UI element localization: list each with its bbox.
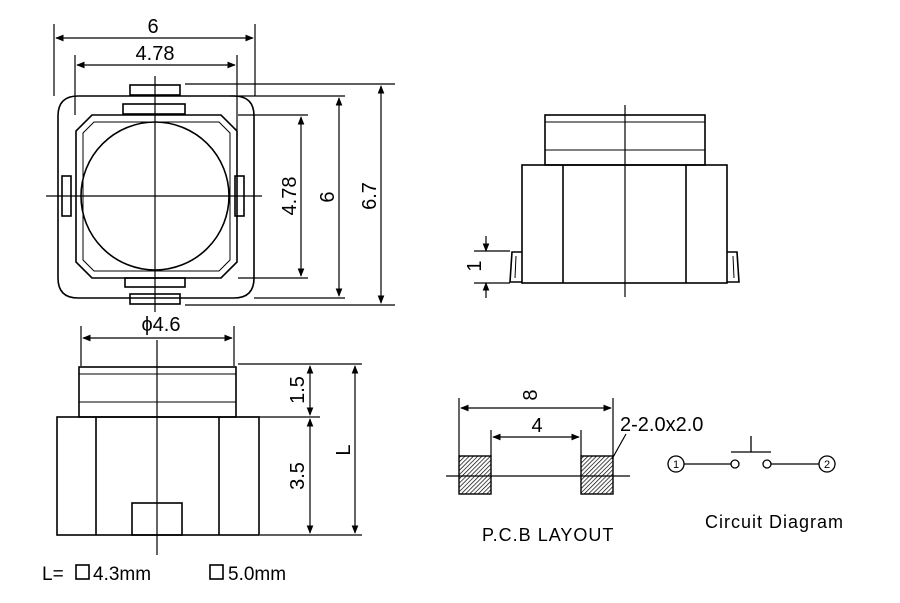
dim-inner-height-label: 4.78 bbox=[279, 177, 301, 216]
square-symbol-b bbox=[209, 564, 224, 580]
pcb-pad-left bbox=[458, 455, 492, 495]
square-symbol-a bbox=[75, 564, 90, 580]
side-view-dimensions bbox=[474, 236, 510, 298]
dim-total-l-label: L bbox=[333, 444, 355, 455]
front-view-dimensions bbox=[80, 326, 362, 536]
footnote: L= 4.3mm 5.0mm bbox=[42, 564, 286, 585]
switch-contact-right bbox=[762, 459, 772, 469]
circuit-diagram bbox=[667, 436, 836, 473]
switch-contact-left bbox=[730, 459, 740, 469]
top-view-dimensions bbox=[53, 24, 395, 306]
dim-inner-width-label: 4.78 bbox=[136, 43, 175, 65]
side-view-leg-right bbox=[727, 251, 740, 283]
terminal-2-circle bbox=[818, 455, 836, 473]
pcb-outer-dim-label: 8 bbox=[520, 389, 542, 400]
dim-leg-label: 1 bbox=[464, 260, 486, 271]
dim-cap-diameter-label: ϕ4.6 bbox=[141, 314, 180, 336]
side-view-leg-left bbox=[509, 251, 522, 283]
dim-body-height-label: 6 bbox=[317, 191, 339, 202]
footnote-option-a: 4.3mm bbox=[93, 564, 151, 585]
right-side-view bbox=[509, 105, 740, 297]
dim-front-body-height-label: 3.5 bbox=[287, 462, 309, 490]
top-view bbox=[46, 76, 262, 312]
pcb-pad-spec-label: 2-2.0x2.0 bbox=[620, 414, 703, 436]
dim-cap-height-label: 1.5 bbox=[287, 376, 309, 404]
circuit-diagram-caption: Circuit Diagram bbox=[705, 512, 844, 532]
pcb-layout bbox=[446, 398, 630, 495]
pcb-pad-right bbox=[580, 455, 614, 495]
footnote-option-b: 5.0mm bbox=[228, 564, 286, 585]
pcb-layout-caption: P.C.B LAYOUT bbox=[482, 525, 614, 545]
dim-outer-width-label: 6 bbox=[147, 16, 158, 38]
terminal-1-label: 1 bbox=[673, 459, 679, 471]
top-view-inner-body bbox=[75, 114, 238, 279]
terminal-2-label: 2 bbox=[824, 459, 830, 471]
front-view bbox=[56, 340, 260, 555]
dim-total-height-label: 6.7 bbox=[359, 182, 381, 210]
front-view-body bbox=[56, 416, 260, 536]
footnote-prefix: L= bbox=[42, 564, 64, 585]
pcb-inner-dim-label: 4 bbox=[531, 415, 542, 437]
top-view-outer-body bbox=[57, 95, 255, 299]
